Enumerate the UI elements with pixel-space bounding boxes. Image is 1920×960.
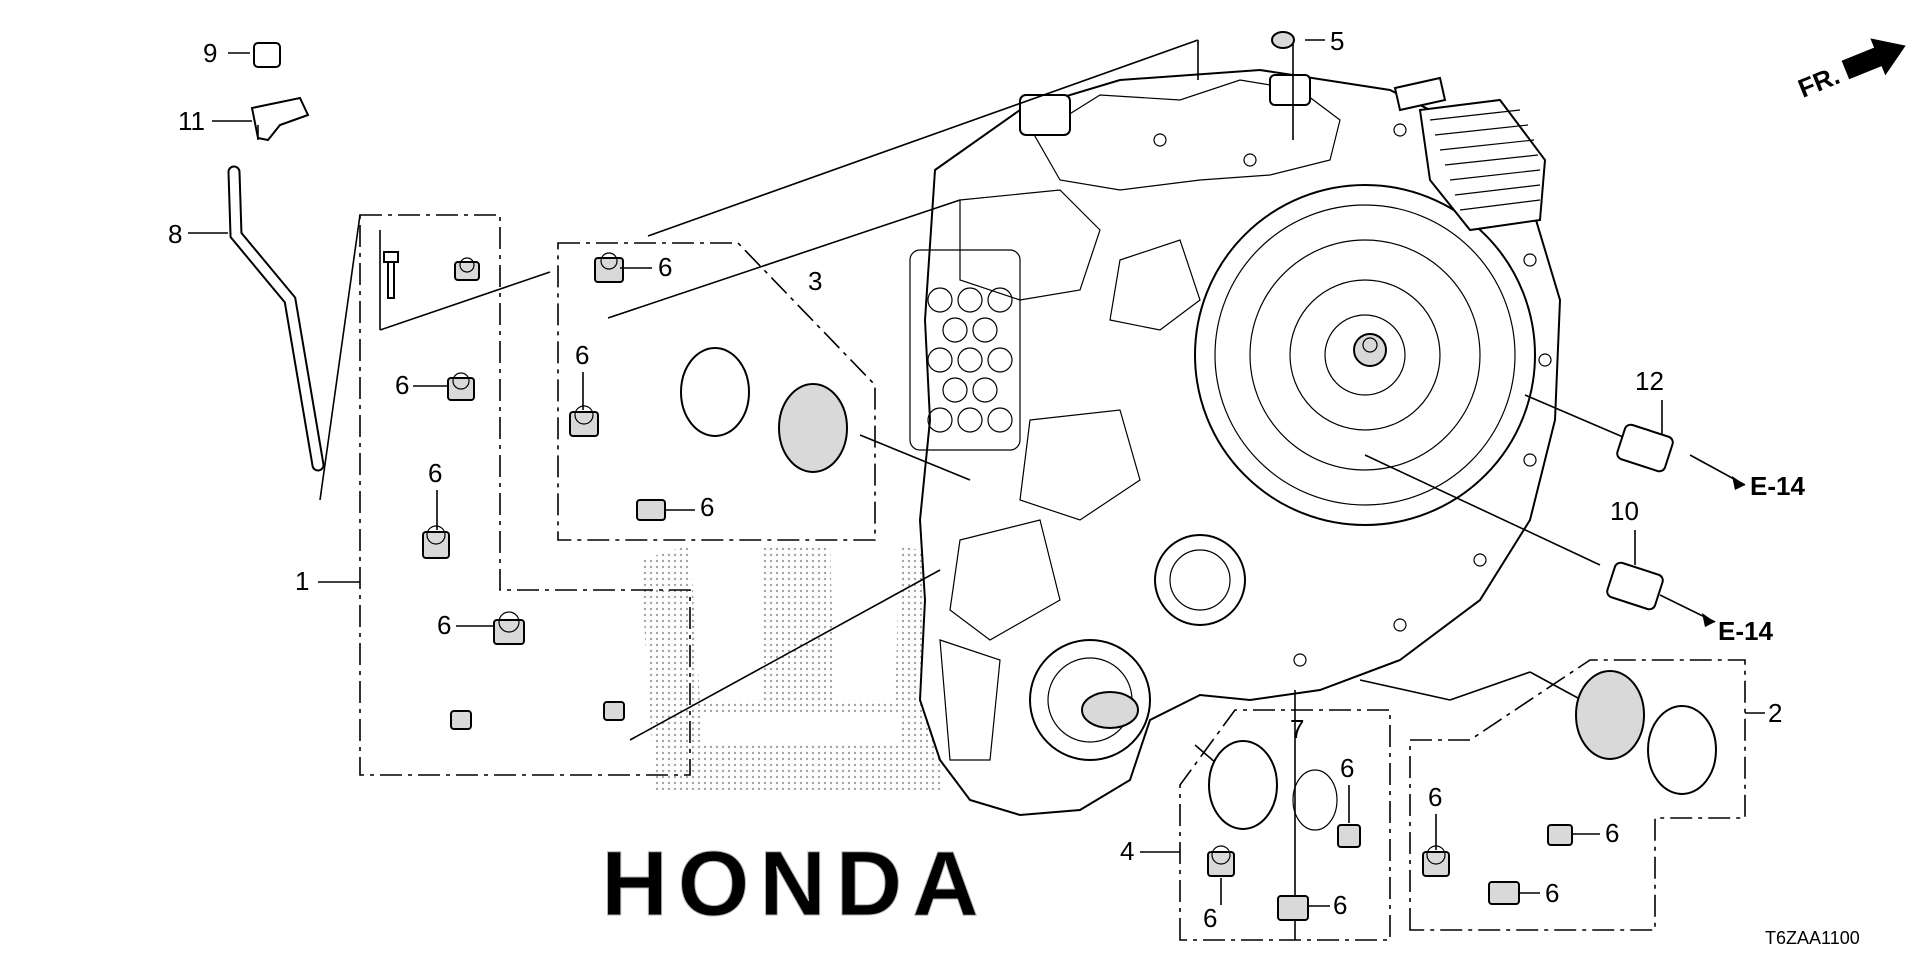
callout-6-c: 6: [428, 458, 442, 488]
part-5-washer: [1271, 31, 1295, 49]
callout-10: 10: [1610, 496, 1639, 526]
callout-6-i: 6: [1333, 890, 1347, 920]
callout-6-h: 6: [1203, 903, 1217, 933]
small-parts: [227, 31, 1717, 921]
diagram-code: T6ZAA1100: [1765, 928, 1860, 948]
front-arrow-icon: [1841, 38, 1906, 80]
callout-4: 4: [1120, 836, 1134, 866]
reference-markers: E-14 E-14: [1702, 471, 1805, 646]
arrowhead-lower: [1702, 613, 1715, 627]
callout-3: 3: [808, 266, 822, 296]
transmission-assembly: [909, 68, 1562, 817]
oil-seals: [680, 347, 1717, 830]
callout-6-j: 6: [1428, 782, 1442, 812]
part-11-bracket: [250, 96, 310, 142]
honda-watermark-text: HONDA: [601, 833, 988, 935]
callout-frames: [359, 214, 1746, 941]
callout-6-k: 6: [1605, 818, 1619, 848]
callout-6-d: 6: [437, 610, 451, 640]
callout-12: 12: [1635, 366, 1664, 396]
callout-labels: 9 11 8 1 3 5 12 10 2 4 7 6 6 6 6 6 6 6 6…: [168, 26, 1782, 933]
honda-watermark-logo: [640, 545, 955, 790]
group1-bolt: [383, 251, 399, 299]
callout-5: 5: [1330, 26, 1344, 56]
plug-6: [422, 252, 1573, 921]
callout-6-g: 6: [1340, 753, 1354, 783]
callout-6-l: 6: [1545, 878, 1559, 908]
part-12-collar: [1616, 423, 1674, 473]
reference-e14-lower: E-14: [1718, 616, 1773, 646]
callout-11: 11: [178, 106, 205, 136]
callout-6-a: 6: [658, 252, 672, 282]
callout-2: 2: [1768, 698, 1782, 728]
callout-1: 1: [295, 566, 309, 596]
callout-6-f: 6: [700, 492, 714, 522]
torque-converter: [1194, 184, 1536, 526]
callout-9: 9: [203, 38, 217, 68]
part-9-cap: [253, 42, 281, 68]
front-direction-arrow: FR.: [1794, 38, 1906, 104]
callout-6-b: 6: [395, 370, 409, 400]
front-direction-label: FR.: [1794, 60, 1844, 104]
part-8-dipstick-tube: [227, 165, 325, 472]
callout-7: 7: [1290, 714, 1304, 744]
leader-lines: [188, 39, 1746, 940]
oil-strainer-plate: [909, 249, 1021, 451]
atf-cooler: [1418, 98, 1547, 232]
arrowhead-upper: [1732, 476, 1745, 490]
reference-e14-upper: E-14: [1750, 471, 1805, 501]
part-10-collar: [1606, 561, 1664, 611]
callout-8: 8: [168, 219, 182, 249]
callout-6-e: 6: [575, 340, 589, 370]
part-7-o-ring: [1292, 769, 1338, 831]
